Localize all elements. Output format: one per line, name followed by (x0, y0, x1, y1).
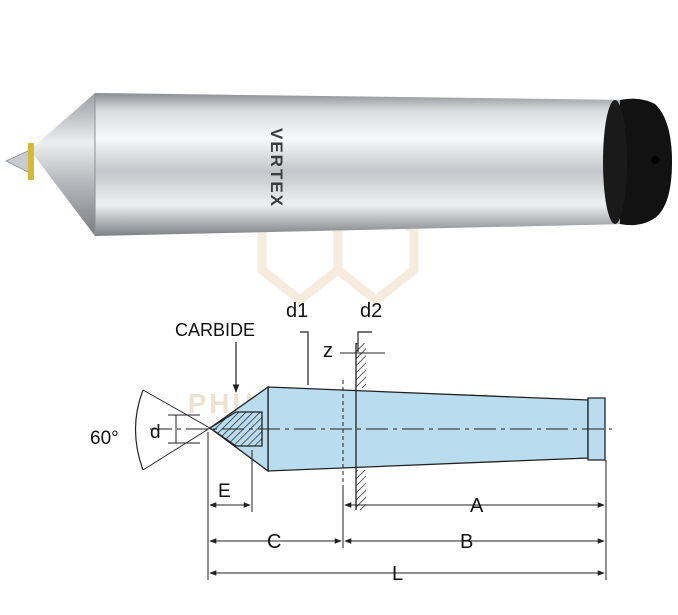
dead-center-photo: VERTEX (5, 93, 672, 236)
label-d: d (150, 422, 161, 443)
label-d1: d1 (286, 300, 308, 322)
label-l: L (392, 563, 403, 585)
technical-drawing (134, 331, 612, 580)
label-b: B (460, 531, 473, 553)
label-carbide: CARBIDE (175, 320, 255, 340)
carbide-band (28, 143, 34, 180)
label-angle: 60° (90, 428, 119, 449)
label-c: C (267, 531, 281, 553)
label-z: z (323, 340, 333, 362)
label-e: E (218, 481, 231, 502)
end-cap (620, 98, 672, 226)
brand-engraving: VERTEX (267, 128, 286, 208)
label-a: A (470, 495, 484, 517)
label-d2: d2 (360, 300, 382, 322)
